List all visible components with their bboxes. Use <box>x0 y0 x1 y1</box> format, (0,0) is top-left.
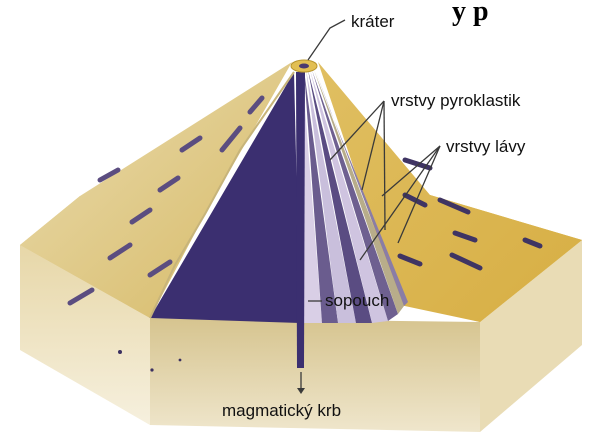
label-pyroclastic-layers: vrstvy pyroklastik <box>391 91 521 110</box>
title-fragment: y p <box>452 0 489 27</box>
conduit <box>296 72 305 368</box>
label-magma-chamber: magmatický krb <box>222 401 341 420</box>
label-conduit: sopouch <box>325 291 389 310</box>
leader-crater <box>308 20 345 60</box>
label-crater: kráter <box>351 12 395 31</box>
label-lava-layers: vrstvy lávy <box>446 137 526 156</box>
